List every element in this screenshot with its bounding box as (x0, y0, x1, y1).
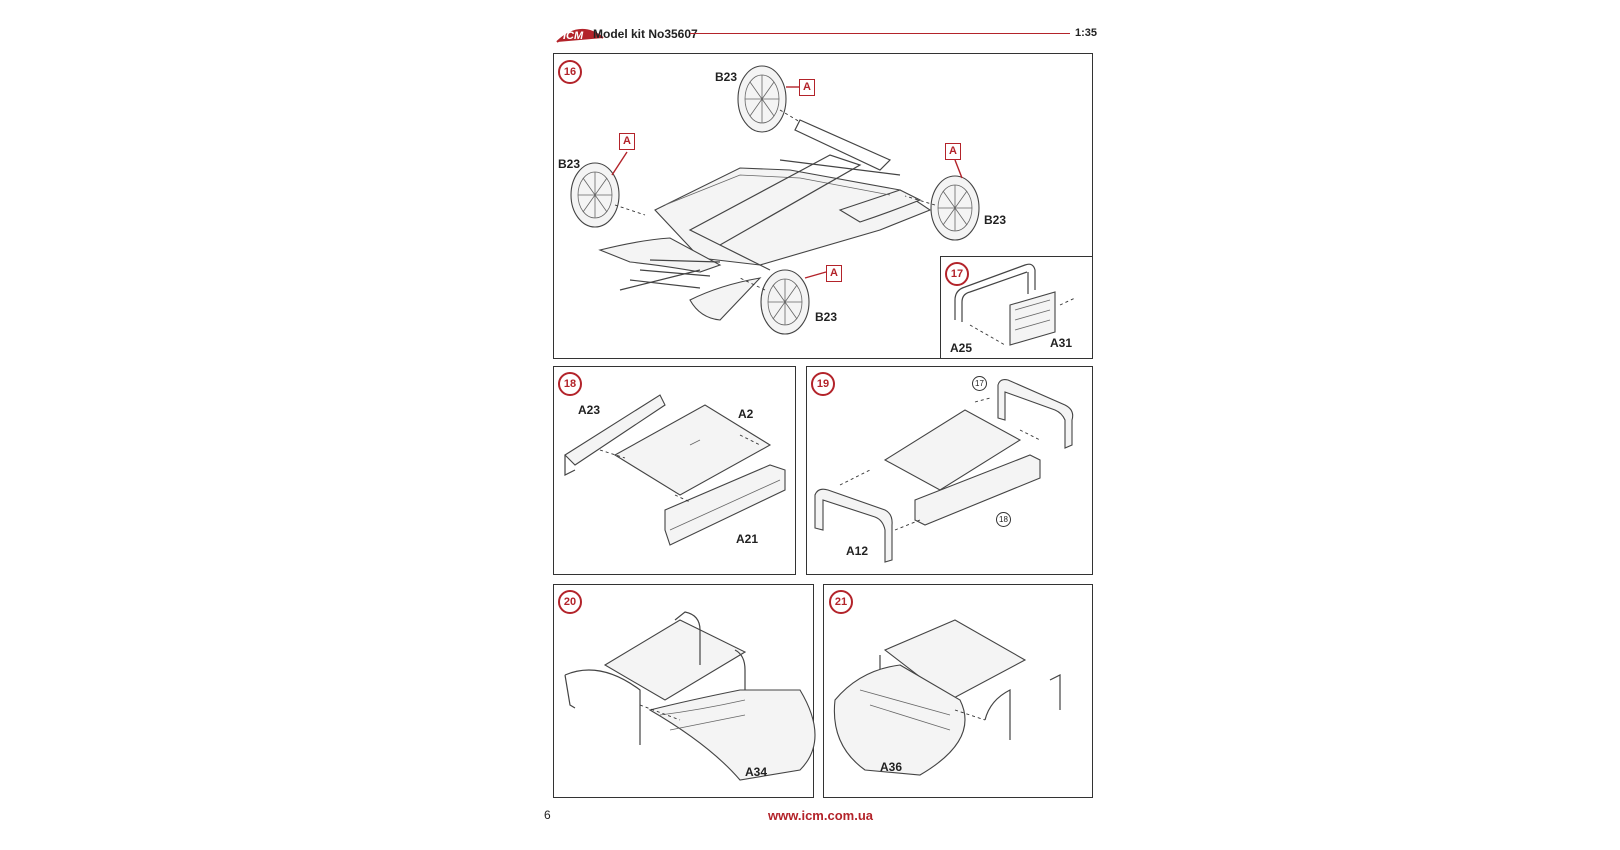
part-label-a2: A2 (738, 407, 754, 421)
part-label-b23-bottom: B23 (815, 310, 838, 324)
step-number-16: 16 (558, 60, 582, 84)
part-label-b23-right: B23 (984, 213, 1007, 227)
wheel-right (930, 175, 980, 241)
part-label-a25: A25 (950, 341, 973, 355)
header-divider (690, 33, 1070, 34)
marker-a-bottom: A (826, 265, 842, 282)
step-number-21: 21 (829, 590, 853, 614)
step-number-19: 19 (811, 372, 835, 396)
step-number-17: 17 (945, 262, 969, 286)
scale-label: 1:35 (1075, 27, 1098, 39)
wheel-bottom (760, 269, 810, 335)
wheel-top (737, 65, 787, 133)
marker-a-top: A (799, 79, 815, 96)
step-number-20: 20 (558, 590, 582, 614)
kit-label: Model kit No35607 (593, 27, 698, 41)
part-label-a12: A12 (846, 544, 869, 558)
part-label-a36: A36 (880, 760, 903, 774)
footer-url[interactable]: www.icm.com.ua (768, 808, 873, 823)
part-label-b23-left: B23 (558, 157, 581, 171)
marker-a-right: A (945, 143, 961, 160)
part-label-a21: A21 (736, 532, 759, 546)
part-label-a23: A23 (578, 403, 601, 417)
part-label-a34: A34 (745, 765, 768, 779)
ref-step-17: 17 (972, 376, 987, 391)
wheel-left (570, 162, 620, 228)
icm-logo: ICM (556, 29, 604, 43)
part-label-b23-top: B23 (715, 70, 738, 84)
page-number: 6 (544, 808, 551, 822)
step-number-18: 18 (558, 372, 582, 396)
ref-step-18: 18 (996, 512, 1011, 527)
svg-text:ICM: ICM (563, 30, 584, 42)
part-label-a31: A31 (1050, 336, 1073, 350)
marker-a-left: A (619, 133, 635, 150)
